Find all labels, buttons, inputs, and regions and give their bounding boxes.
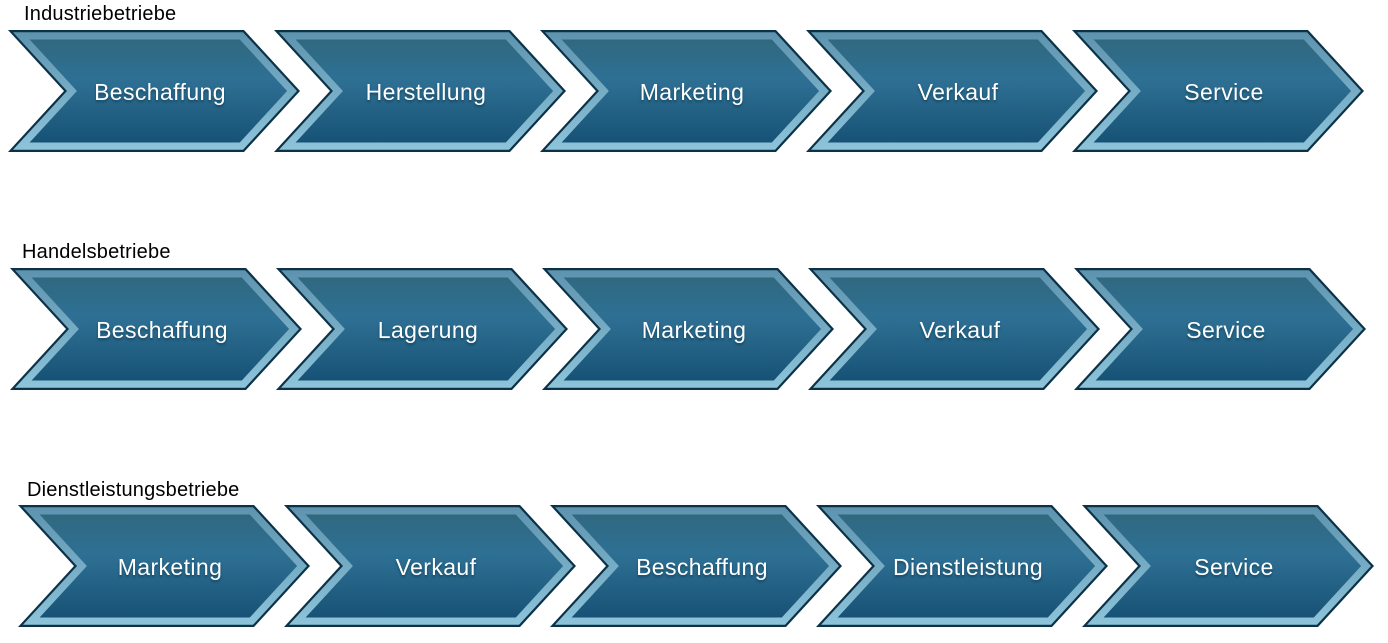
- chevron-label: Verkauf: [920, 317, 1001, 343]
- chevron-label: Verkauf: [918, 79, 999, 105]
- chevron-label: Service: [1186, 317, 1266, 343]
- chevron-label: Dienstleistung: [893, 554, 1043, 580]
- row-title: Handelsbetriebe: [22, 241, 171, 263]
- chevron-beschaffung: Beschaffung: [550, 505, 842, 627]
- chevron-beschaffung: Beschaffung: [8, 30, 300, 152]
- chevron-service: Service: [1082, 505, 1374, 627]
- chevron-label: Beschaffung: [96, 317, 228, 343]
- chevron-lagerung: Lagerung: [276, 268, 568, 390]
- chevron-face-shape: [29, 39, 288, 143]
- chevron-verkauf: Verkauf: [284, 505, 576, 627]
- chevron-face-shape: [39, 514, 298, 618]
- row-chevron-strip: Beschaffung Lagerung Marketing Verkauf Servi…: [10, 268, 1366, 390]
- chevron-label: Marketing: [118, 554, 223, 580]
- chevron-face-shape: [31, 277, 290, 381]
- chevron-marketing: Marketing: [542, 268, 834, 390]
- chevron-face-shape: [1103, 514, 1362, 618]
- chevron-label: Beschaffung: [94, 79, 226, 105]
- chevron-face-shape: [297, 277, 556, 381]
- chevron-label: Service: [1184, 79, 1264, 105]
- chevron-service: Service: [1074, 268, 1366, 390]
- chevron-face-shape: [827, 39, 1086, 143]
- chevron-marketing: Marketing: [540, 30, 832, 152]
- chevron-marketing: Marketing: [18, 505, 310, 627]
- chevron-service: Service: [1072, 30, 1364, 152]
- chevron-face-shape: [563, 277, 822, 381]
- chevron-verkauf: Verkauf: [808, 268, 1100, 390]
- chevron-label: Lagerung: [378, 317, 478, 343]
- chevron-face-shape: [295, 39, 554, 143]
- chevron-face-shape: [571, 514, 830, 618]
- chevron-verkauf: Verkauf: [806, 30, 1098, 152]
- chevron-label: Verkauf: [396, 554, 477, 580]
- row-title: Dienstleistungsbetriebe: [27, 479, 240, 501]
- chevron-label: Herstellung: [366, 79, 487, 105]
- chevron-herstellung: Herstellung: [274, 30, 566, 152]
- row-title: Industriebetriebe: [24, 3, 177, 25]
- chevron-label: Beschaffung: [636, 554, 768, 580]
- chevron-face-shape: [1093, 39, 1352, 143]
- row-chevron-strip: Marketing Verkauf Beschaffung Dienstleistun…: [18, 505, 1374, 627]
- chevron-label: Service: [1194, 554, 1274, 580]
- row-chevron-strip: Beschaffung Herstellung Marketing Verkauf Se…: [8, 30, 1364, 152]
- chevron-face-shape: [305, 514, 564, 618]
- chevron-face-shape: [1095, 277, 1354, 381]
- chevron-label: Marketing: [642, 317, 747, 343]
- chevron-face-shape: [837, 514, 1096, 618]
- chevron-face-shape: [829, 277, 1088, 381]
- chevron-face-shape: [561, 39, 820, 143]
- chevron-beschaffung: Beschaffung: [10, 268, 302, 390]
- chevron-dienstleistung: Dienstleistung: [816, 505, 1108, 627]
- chevron-label: Marketing: [640, 79, 745, 105]
